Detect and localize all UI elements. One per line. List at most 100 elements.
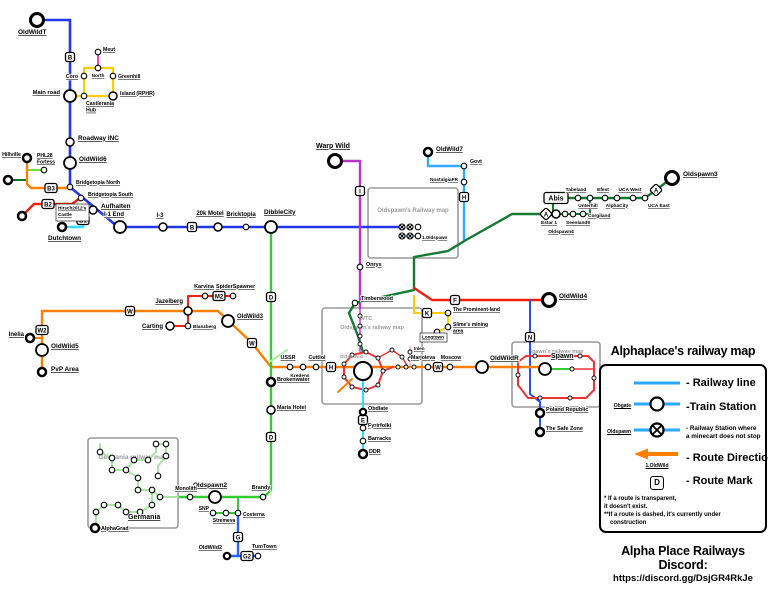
- route-mark-b2: [41, 198, 55, 210]
- station-ger-14: [92, 508, 100, 516]
- station-costerna: [234, 509, 242, 517]
- station-the-safe-zone-label: The Safe Zone: [546, 426, 583, 432]
- station-corgiland-label: Corgiland: [588, 213, 610, 219]
- route-mark-w: [246, 337, 258, 349]
- line-i-magenta: [340, 159, 362, 310]
- route-mark-d-label: D: [269, 295, 274, 301]
- station-timberwood: [351, 299, 359, 307]
- line-germania-1: [99, 443, 179, 498]
- route-mark-w: [124, 305, 136, 317]
- station-phl28-fortess: [40, 166, 48, 174]
- station-alphacity-label: AlphaCity: [606, 203, 629, 209]
- station-island-rphr-label: Island (RPHR): [120, 91, 155, 97]
- station-stremeva-label: Stremeva: [213, 518, 236, 524]
- station-ger-16: [144, 456, 152, 464]
- station-oldwildr-label: OldWildR: [490, 355, 519, 362]
- station-ger-6: [108, 466, 116, 474]
- station-topbox-x3-cross2: [399, 233, 405, 239]
- nonstop-station-icon: [631, 421, 683, 444]
- station-spawn-label: Spawn: [551, 353, 574, 360]
- station-karvina: [201, 292, 209, 300]
- station-brandy-label: Brandy: [252, 485, 271, 491]
- station-hubloop-4: [349, 384, 355, 390]
- station-inelia-label: Inelia: [9, 332, 25, 338]
- legend-oldwild-tag: 1.OldWild: [645, 463, 669, 469]
- line-d-pale-stub: [270, 349, 288, 362]
- station-imag-2: [357, 323, 363, 329]
- station-tabeland-label: Tabeland: [566, 187, 587, 193]
- train-station-icon: [631, 395, 683, 418]
- station-bridgetopia-south-label: Bridgetopia South: [88, 192, 133, 198]
- station-hubexit-1: [395, 364, 401, 370]
- boxed-label-0-text: Castle: [58, 212, 72, 217]
- station-oldspawn3: [664, 170, 680, 186]
- station-timberwood-label: Timberwood: [361, 296, 393, 302]
- station-oldwildt-label: OldWildT: [18, 29, 46, 36]
- station-topbox-x4-cross2: [407, 233, 413, 239]
- legend-box: - Railway line Obgate -Train Station Old…: [599, 364, 768, 534]
- station-inlen-label: Inlen: [414, 346, 425, 351]
- route-mark-b-label: B: [68, 55, 73, 61]
- station-marjoleva-label: Marjoleva: [411, 355, 435, 361]
- route-mark-f: [449, 294, 461, 306]
- station-bridgetopia-south: [77, 194, 85, 202]
- station-barracks: [359, 437, 367, 445]
- station-costerna-label: Costerna: [243, 512, 265, 518]
- station-alphagrad-label: AlphaGrad: [101, 526, 129, 532]
- station-carting-label: Carting: [142, 324, 163, 330]
- station-inelia: [24, 332, 36, 344]
- station-aufhalten: [88, 205, 98, 215]
- legend-railway-line-label: - Railway line: [686, 377, 756, 389]
- station-monolith: [186, 493, 194, 501]
- station-hubexit-2: [403, 364, 409, 370]
- station-inlen2: [407, 356, 413, 362]
- station-the-prominent-land: [444, 309, 452, 317]
- station-jazelberg: [183, 306, 193, 316]
- station-spawnloop-7: [537, 395, 543, 401]
- legend-obgate-tag: Obgate: [613, 403, 631, 409]
- route-mark-a: [539, 207, 553, 221]
- station-cuttlol: [312, 363, 320, 371]
- route-mark-w-label: W: [435, 365, 441, 371]
- route-mark-g2-label: G2: [243, 554, 252, 560]
- station-oldwild2-label: OldWild2: [199, 545, 222, 551]
- route-mark-n: [524, 331, 536, 343]
- legend-route-mark-label: - Route Mark: [686, 475, 753, 487]
- station-hubloop-6: [341, 361, 347, 367]
- station-oldspawn4-label: Oldspawn4: [548, 229, 574, 235]
- station-spawnloop-3: [557, 353, 563, 359]
- route-mark-h: [325, 361, 337, 373]
- route-mark-i-label: I: [359, 189, 361, 195]
- station-the-safe-zone: [534, 426, 546, 438]
- station-topbox-oldspawn: [414, 232, 422, 240]
- station-tumtown-label: TumTown: [252, 544, 277, 550]
- station-oldwild6: [63, 156, 77, 170]
- station-oldwild7-label: OldWild7: [436, 146, 463, 153]
- route-mark-h-label: H: [462, 195, 466, 201]
- station-warp-wild-label: Warp Wild: [316, 143, 350, 150]
- route-mark-m2-label: M2: [215, 294, 224, 300]
- station-topbox-x2-cross2: [407, 224, 413, 230]
- station-meut: [94, 48, 102, 56]
- station-snp: [209, 509, 217, 517]
- station-pvp-area: [36, 366, 48, 378]
- station-stremeva: [222, 509, 230, 517]
- station-ussr: [286, 363, 294, 371]
- station-seenland9-label: Seenland9: [566, 220, 590, 226]
- station-aufhalten-label: Aufhalten: [101, 203, 131, 210]
- station-ger-11: [122, 508, 130, 516]
- station-ger-2: [148, 486, 156, 494]
- station-obdlate: [358, 407, 368, 417]
- station-ger-17: [152, 440, 160, 448]
- discord-link[interactable]: https://discord.gg/DsjGR4RkJe: [613, 573, 753, 585]
- line-hub-upper: [377, 349, 409, 368]
- station-bridgetopia-north-label: Bridgetopia North: [76, 180, 120, 186]
- route-mark-b: [186, 221, 198, 233]
- station-poland-republic: [534, 407, 546, 419]
- route-mark-m2: [212, 290, 226, 302]
- station-oldwild4: [541, 292, 557, 308]
- station-brandy: [259, 493, 267, 501]
- station-brokenwater: [265, 376, 277, 388]
